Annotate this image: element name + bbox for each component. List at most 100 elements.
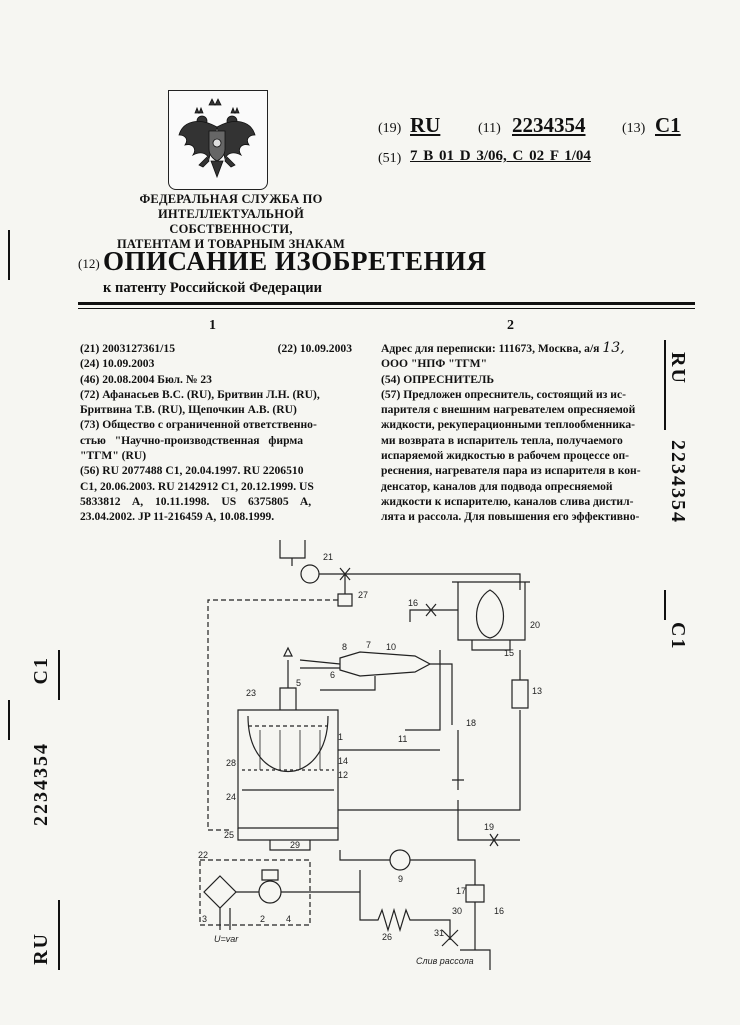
side-country-left: RU [30, 932, 52, 965]
patent-number: 2234354 [512, 113, 586, 137]
label-8: 8 [342, 642, 347, 652]
label-26: 26 [382, 932, 392, 942]
owner-line: (73) Общество с ограниченной ответственн… [80, 418, 317, 432]
abstract-line: (57) Предложен опреснитель, состоящий из… [381, 387, 626, 401]
voltage-label: U=var [214, 934, 239, 944]
side-rule [664, 340, 666, 430]
ipc-classification: 7 B 01 D 3/06, C 02 F 1/04 [410, 148, 591, 164]
header-rule-thin [78, 308, 695, 309]
side-number-right: 2234354 [667, 440, 689, 524]
label-29: 29 [290, 840, 300, 850]
abstract-line: лята и рассола. Для повышения его эффект… [381, 510, 640, 524]
application-row: (21) 2003127361/15 (22) 10.09.2003 [80, 341, 352, 356]
references-line: 23.04.2002. JP 11-216459 A, 10.08.1999. [80, 510, 275, 524]
heater-3 [203, 875, 237, 909]
label-14: 14 [338, 756, 348, 766]
publication-date: (46) 20.08.2004 Бюл. № 23 [80, 372, 212, 386]
label-17: 17 [456, 886, 466, 896]
abstract-line: парителя с внешним нагревателем опресняе… [381, 403, 636, 417]
correspondence-address: Адрес для переписки: 111673, Москва, а/я… [381, 340, 654, 356]
controller-27 [337, 574, 353, 607]
inventors-line: Бритвина Т.В. (RU), Щепочкин А.В. (RU) [80, 403, 297, 417]
margin-mark [8, 700, 10, 740]
label-6: 6 [330, 670, 335, 680]
double-headed-eagle-icon [178, 98, 256, 179]
side-rule [58, 650, 60, 700]
abstract-line: жидкости, рекуперационными теплообменник… [381, 418, 636, 432]
valve-17 [465, 884, 485, 903]
signal-line [207, 599, 338, 831]
label-16b: 16 [494, 906, 504, 916]
side-rule [58, 900, 60, 970]
margin-mark [8, 230, 10, 280]
safety-valve-icon [283, 646, 293, 657]
label-1: 1 [338, 732, 343, 742]
pump-2-icon [258, 880, 282, 904]
agency-line: ИНТЕЛЛЕКТУАЛЬНОЙ СОБСТВЕННОСТИ, [157, 207, 305, 236]
correspondence-org: ООО "НПФ "ТГМ" [381, 357, 488, 371]
label-31: 31 [434, 928, 444, 938]
application-number: (21) 2003127361/15 [80, 342, 175, 355]
label-21: 21 [323, 552, 333, 562]
code-13-label: (13) [622, 121, 646, 136]
document-title: ОПИСАНИЕ ИЗОБРЕТЕНИЯ [103, 246, 487, 276]
side-kind-right: C1 [667, 622, 689, 651]
application-date: (22) 10.09.2003 [277, 342, 352, 355]
kind-code: C1 [655, 113, 681, 137]
pump-9-icon [389, 849, 411, 871]
label-13: 13 [532, 686, 542, 696]
agency-name: ФЕДЕРАЛЬНАЯ СЛУЖБА ПО ИНТЕЛЛЕКТУАЛЬНОЙ С… [100, 192, 362, 252]
valve-13 [511, 679, 529, 709]
pump-21-icon [300, 564, 320, 584]
label-18: 18 [466, 718, 476, 728]
header-rule-thick [78, 302, 695, 305]
code-12-label: (12) [78, 256, 100, 271]
label-27: 27 [358, 590, 368, 600]
handwritten-box-number: 13, [602, 340, 625, 356]
label-9: 9 [398, 874, 403, 884]
drain-label: Слив рассола [416, 956, 474, 966]
label-23: 23 [246, 688, 256, 698]
condenser-coil [476, 589, 504, 639]
label-7: 7 [366, 640, 371, 650]
label-20: 20 [530, 620, 540, 630]
references-line: C1, 20.06.2003. RU 2142912 C1, 20.12.199… [80, 479, 314, 493]
desalinator-diagram: 21 27 16 20 15 13 18 8 7 10 6 5 23 1 14 … [198, 540, 542, 970]
label-16: 16 [408, 598, 418, 608]
references-line: 5833812 A, 10.11.1998. US 6375805 A, [80, 494, 312, 508]
inventors-line: (72) Афанасьев В.С. (RU), Бритвин Л.Н. (… [80, 387, 320, 401]
label-3: 3 [202, 914, 207, 924]
coat-of-arms-emblem [168, 90, 268, 190]
label-24: 24 [226, 792, 236, 802]
label-10: 10 [386, 642, 396, 652]
label-28: 28 [226, 758, 236, 768]
address-text: Адрес для переписки: 111673, Москва, а/я [381, 342, 600, 355]
owner-line: стью "Научно-производственная фирма [80, 433, 304, 447]
column-number-left: 1 [209, 318, 216, 333]
agency-line: ФЕДЕРАЛЬНАЯ СЛУЖБА ПО [139, 192, 323, 206]
label-12: 12 [338, 770, 348, 780]
feed-tank [279, 540, 306, 559]
label-22: 22 [198, 850, 208, 860]
abstract-line: жидкости к испарителю, каналов слива дис… [381, 494, 634, 508]
label-5: 5 [296, 678, 301, 688]
side-country-right: RU [667, 352, 689, 385]
label-25: 25 [224, 830, 234, 840]
label-11: 11 [398, 734, 407, 744]
code-19-label: (19) [378, 121, 402, 136]
label-2: 2 [260, 914, 265, 924]
heat-exchanger-26 [359, 870, 451, 940]
evaporator-coil [247, 715, 329, 773]
abstract-line: ми возврата в испаритель тепла, получаем… [381, 433, 623, 447]
label-15: 15 [504, 648, 514, 658]
abstract-column: Адрес для переписки: 111673, Москва, а/я… [381, 340, 654, 525]
agency-line: ПАТЕНТАМ И ТОВАРНЫМ ЗНАКАМ [116, 237, 346, 251]
owner-line: "ТГМ" (RU) [80, 449, 147, 463]
side-kind-left: C1 [30, 656, 52, 685]
label-30: 30 [452, 906, 462, 916]
column-number-right: 2 [507, 318, 514, 333]
side-rule [664, 590, 666, 620]
label-4: 4 [286, 914, 291, 924]
invention-name: (54) ОПРЕСНИТЕЛЬ [381, 372, 495, 386]
code-11-label: (11) [478, 121, 501, 136]
